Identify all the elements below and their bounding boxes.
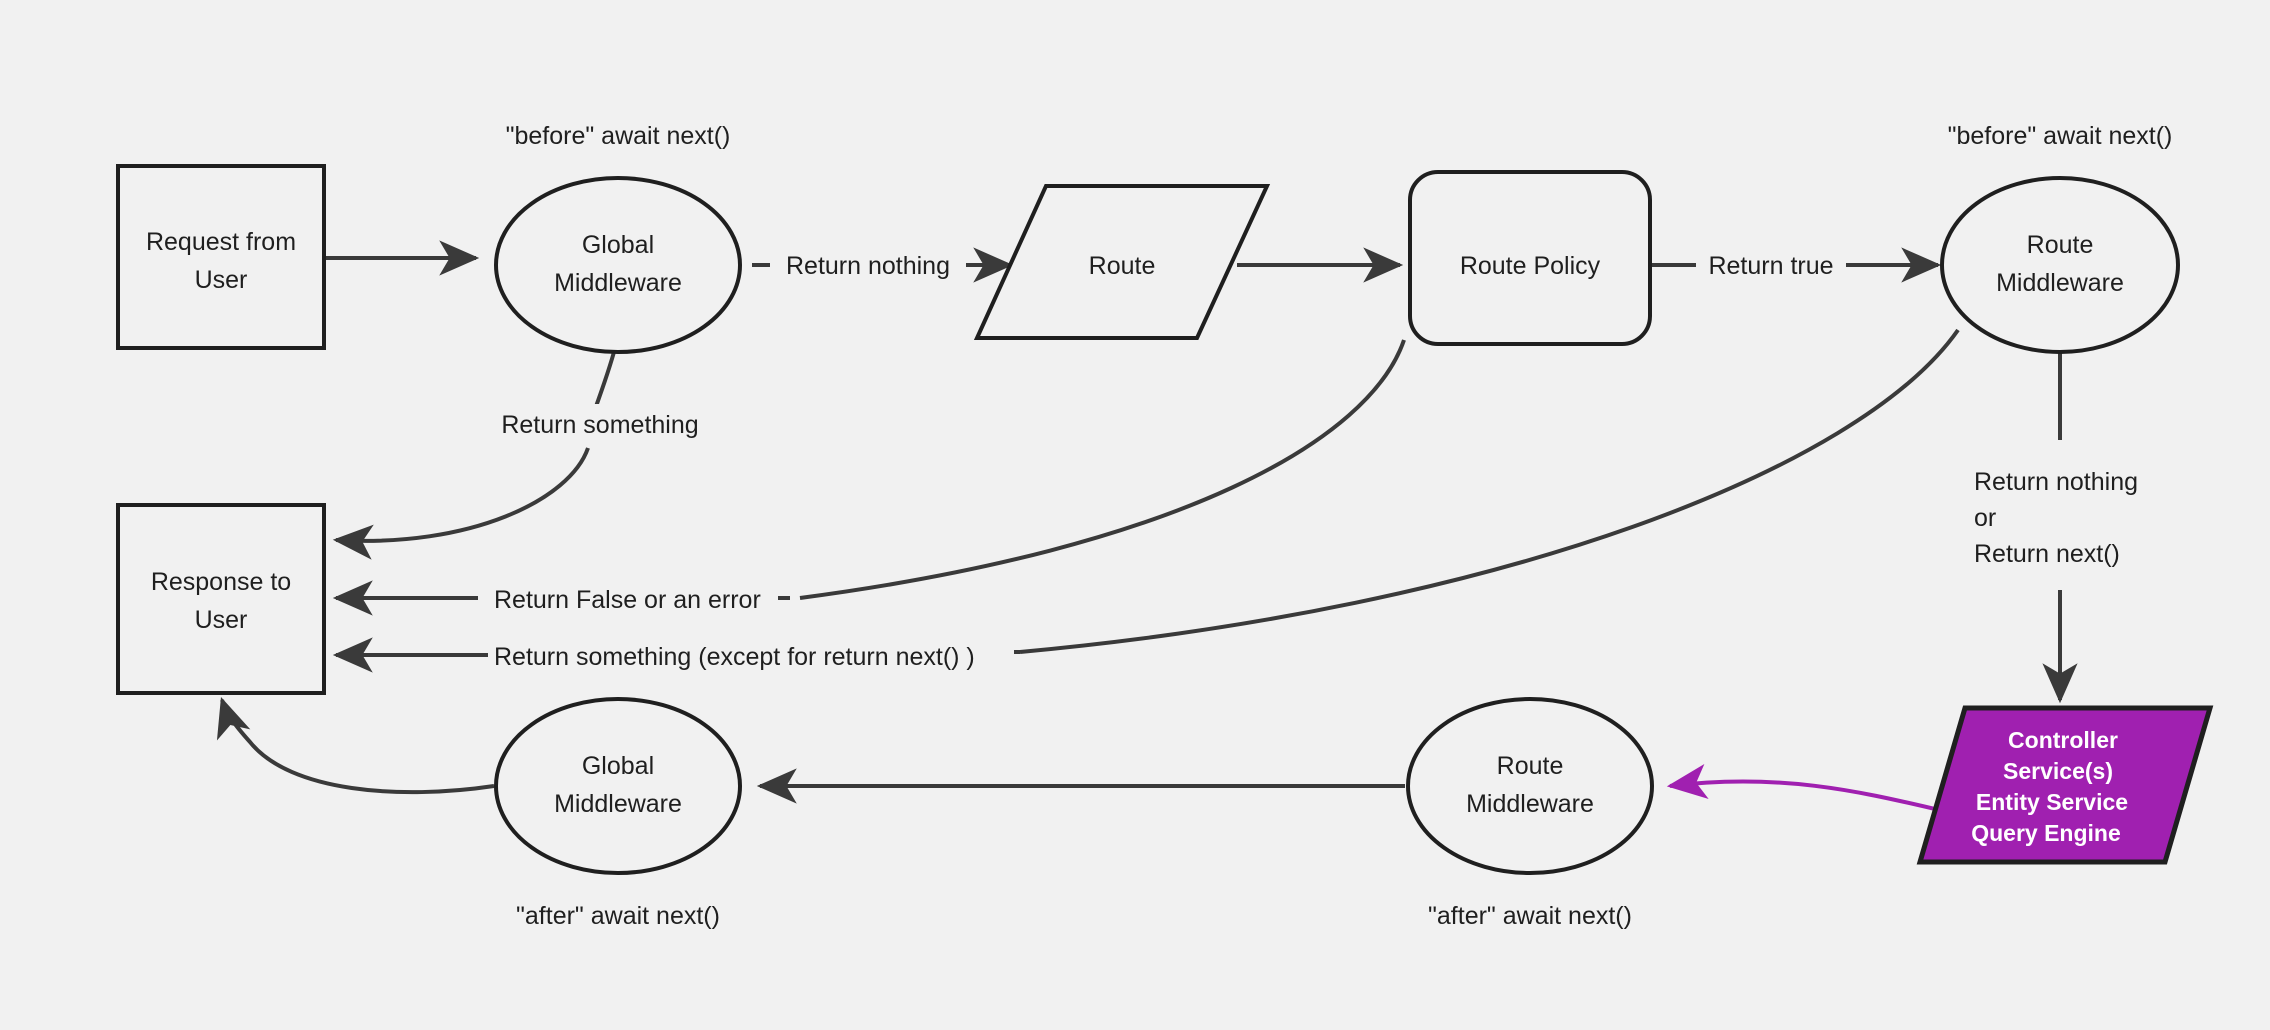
request-from-user-line1: Request from (146, 228, 296, 256)
label-return-nothing: Return nothing (786, 252, 950, 280)
edge-rm-return-something-curve (1019, 328, 1960, 654)
route-policy-shape (1408, 170, 1652, 346)
route-shape (973, 184, 1271, 340)
label-return-something-top: Return something (501, 411, 698, 439)
global-middleware-top-line1: Global (582, 231, 654, 259)
response-to-user-line2: User (195, 606, 248, 634)
response-to-user-shape (116, 503, 326, 695)
edge-policy-return-false-curve (799, 339, 1406, 600)
edge-gmb-to-response (216, 696, 495, 795)
label-return-false-or-error: Return False or an error (494, 586, 761, 614)
node-global-middleware-top[interactable]: "before" await next() Global Middleware (494, 122, 742, 354)
edge-label-return-false-or-error: Return False or an error (488, 580, 778, 618)
route-middleware-top-caption: "before" await next() (1948, 122, 2173, 150)
controller-line3: Entity Service (1976, 789, 2128, 815)
label-return-nothing-or-next-line1: Return nothing (1974, 468, 2138, 496)
edge-controller-to-route-middleware-bottom (1666, 764, 1976, 820)
node-global-middleware-bottom[interactable]: Global Middleware "after" await next() (494, 697, 742, 930)
node-controller-services[interactable]: Controller Service(s) Entity Service Que… (1916, 705, 2214, 865)
label-return-nothing-or-next-line3: Return next() (1974, 540, 2120, 568)
label-return-something-except: Return something (except for return next… (494, 643, 975, 671)
route-middleware-top-line2: Middleware (1996, 269, 2124, 297)
request-from-user-shape (116, 164, 326, 350)
edge-label-return-nothing-or-next: Return nothing or Return next() (1968, 456, 2198, 580)
controller-line1: Controller (2008, 727, 2118, 753)
label-return-true: Return true (1708, 252, 1833, 280)
response-to-user-line1: Response to (151, 568, 291, 596)
route-middleware-top-line1: Route (2027, 231, 2094, 259)
route-middleware-bottom-line1: Route (1497, 752, 1564, 780)
controller-line4: Query Engine (1971, 820, 2121, 846)
route-middleware-top-shape (1940, 176, 2180, 354)
controller-line2: Service(s) (2003, 758, 2113, 784)
node-request-from-user[interactable]: Request from User (116, 164, 326, 350)
node-route-middleware-top[interactable]: "before" await next() Route Middleware (1940, 122, 2180, 354)
global-middleware-bottom-line1: Global (582, 752, 654, 780)
global-middleware-bottom-line2: Middleware (554, 790, 682, 818)
node-route-policy[interactable]: Route Policy (1408, 170, 1652, 346)
route-label: Route (1089, 252, 1156, 280)
edge-label-return-something-except: Return something (except for return next… (488, 637, 1014, 675)
global-middleware-bottom-caption: "after" await next() (516, 902, 720, 930)
global-middleware-top-line2: Middleware (554, 269, 682, 297)
node-route[interactable]: Route (973, 184, 1271, 340)
global-middleware-bottom-shape (494, 697, 742, 875)
node-route-middleware-bottom[interactable]: Route Middleware "after" await next() (1406, 697, 1654, 930)
global-middleware-top-caption: "before" await next() (506, 122, 731, 150)
edge-gm-return-something-lower (332, 447, 590, 560)
route-middleware-bottom-shape (1406, 697, 1654, 875)
label-return-nothing-or-next-line2: or (1974, 504, 1996, 532)
global-middleware-top-shape (494, 176, 742, 354)
controller-services-shape (1916, 705, 2214, 865)
request-from-user-line2: User (195, 266, 248, 294)
edge-label-return-true: Return true (1696, 246, 1846, 284)
edge-label-return-something-top: Return something (486, 404, 714, 444)
route-middleware-bottom-line2: Middleware (1466, 790, 1594, 818)
edge-label-return-nothing: Return nothing (770, 246, 966, 284)
route-middleware-bottom-caption: "after" await next() (1428, 902, 1632, 930)
node-response-to-user[interactable]: Response to User (116, 503, 326, 695)
route-policy-label: Route Policy (1460, 252, 1601, 280)
